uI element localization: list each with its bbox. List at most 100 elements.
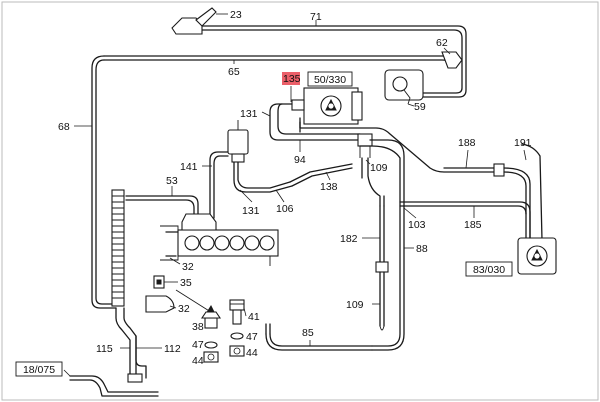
label-41[interactable]: 41: [248, 311, 260, 323]
label-112[interactable]: 112: [164, 343, 181, 355]
label-47-left[interactable]: 47: [192, 339, 204, 351]
label-191[interactable]: 191: [514, 137, 532, 149]
label-182[interactable]: 182: [340, 233, 358, 245]
ref-box-18-075[interactable]: 18/075: [15, 361, 63, 377]
hose-85-up[interactable]: [265, 323, 271, 335]
hose-71-inner: [199, 29, 463, 94]
ref-83-030-label: 83/030: [473, 264, 505, 276]
label-138[interactable]: 138: [320, 181, 338, 193]
leader-32b: [169, 305, 177, 309]
label-47-right[interactable]: 47: [246, 331, 258, 343]
label-131-top[interactable]: 131: [240, 108, 258, 120]
label-65[interactable]: 65: [228, 66, 240, 78]
label-44-left[interactable]: 44: [192, 355, 204, 367]
label-135[interactable]: 135: [283, 73, 301, 85]
base-line-18-075-b: [69, 379, 159, 397]
label-23[interactable]: 23: [230, 9, 242, 21]
nut-44-left[interactable]: [203, 351, 219, 363]
base-clip: [127, 373, 143, 383]
hose-68[interactable]: [91, 55, 117, 309]
connector-182[interactable]: [375, 261, 389, 273]
label-32-top[interactable]: 32: [182, 261, 194, 273]
hose-131-top[interactable]: [269, 103, 361, 141]
connector-23[interactable]: [171, 7, 217, 35]
hose-65-inner: [103, 59, 453, 67]
leader-188: [465, 149, 469, 169]
label-44-right[interactable]: 44: [246, 347, 258, 359]
label-109-top[interactable]: 109: [370, 162, 388, 174]
label-38[interactable]: 38: [192, 321, 204, 333]
label-185[interactable]: 185: [464, 219, 482, 231]
hose-53[interactable]: [125, 195, 199, 215]
hose-115[interactable]: [115, 307, 131, 379]
valve-38[interactable]: [200, 311, 222, 329]
hose-88[interactable]: [369, 139, 405, 351]
hose-112[interactable]: [135, 335, 147, 379]
connector-35[interactable]: [153, 275, 165, 289]
hose-138-b[interactable]: [291, 167, 353, 187]
vacuum-manifold[interactable]: [177, 213, 279, 266]
ref-box-50-330[interactable]: 50/330: [307, 71, 353, 87]
label-103[interactable]: 103: [408, 219, 426, 231]
label-188[interactable]: 188: [458, 137, 476, 149]
hose-94-b[interactable]: [299, 117, 495, 173]
label-35[interactable]: 35: [180, 277, 192, 289]
hose-68-inner: [95, 59, 117, 305]
base-line-18-075: [69, 375, 159, 393]
vacuum-element-icon: [325, 98, 337, 111]
filter-141[interactable]: [227, 120, 249, 163]
corrugated-hose[interactable]: [111, 189, 125, 307]
connector-188[interactable]: [493, 163, 505, 177]
label-94[interactable]: 94: [294, 154, 306, 166]
hose-191[interactable]: [503, 167, 531, 241]
connector-62[interactable]: [441, 51, 463, 69]
washer-47-left[interactable]: [204, 341, 218, 349]
hose-109-mid[interactable]: [361, 157, 385, 207]
hose-53-b[interactable]: [125, 199, 195, 215]
connector-32-lower[interactable]: [145, 295, 175, 313]
label-85[interactable]: 85: [302, 327, 314, 339]
washer-47-right[interactable]: [230, 332, 244, 340]
leader-138: [325, 171, 331, 181]
hose-141[interactable]: [213, 155, 229, 219]
leader-106: [275, 189, 285, 203]
hose-103[interactable]: [359, 145, 401, 347]
hose-191-c[interactable]: [521, 143, 543, 241]
hose-138[interactable]: [289, 163, 353, 183]
vacuum-unit[interactable]: [291, 87, 363, 125]
label-131-bottom[interactable]: 131: [242, 205, 260, 217]
valve-41[interactable]: [229, 299, 245, 325]
hose-185[interactable]: [399, 201, 531, 239]
hose-115-b[interactable]: [123, 307, 137, 379]
ref-box-83-030[interactable]: 83/030: [465, 261, 513, 277]
label-71[interactable]: 71: [310, 11, 322, 23]
pump-unit[interactable]: [517, 237, 557, 275]
hose-94[interactable]: [277, 103, 361, 135]
hose-71[interactable]: [199, 25, 467, 98]
hose-85[interactable]: [269, 333, 373, 347]
hose-106-b[interactable]: [233, 159, 293, 193]
hose-185-b[interactable]: [399, 205, 527, 215]
hose-106[interactable]: [237, 159, 291, 189]
label-32-bottom[interactable]: 32: [178, 303, 190, 315]
label-68[interactable]: 68: [58, 121, 70, 133]
check-valve-59[interactable]: [384, 69, 424, 105]
leader-18-075: [63, 369, 71, 377]
label-115[interactable]: 115: [96, 343, 113, 355]
label-106[interactable]: 106: [276, 203, 294, 215]
label-59[interactable]: 59: [414, 101, 426, 113]
leader-103: [403, 207, 417, 219]
label-141[interactable]: 141: [180, 161, 198, 173]
label-88[interactable]: 88: [416, 243, 428, 255]
label-109-bottom[interactable]: 109: [346, 299, 364, 311]
leader-131b: [239, 189, 253, 203]
hose-191-b[interactable]: [503, 171, 527, 241]
hose-141-b[interactable]: [209, 151, 229, 219]
nut-44-right[interactable]: [229, 345, 245, 357]
label-53[interactable]: 53: [166, 175, 178, 187]
label-62[interactable]: 62: [436, 37, 448, 49]
hose-32-top[interactable]: [165, 231, 179, 257]
pump-icon: [531, 248, 543, 261]
hose-85-b[interactable]: [265, 333, 373, 351]
